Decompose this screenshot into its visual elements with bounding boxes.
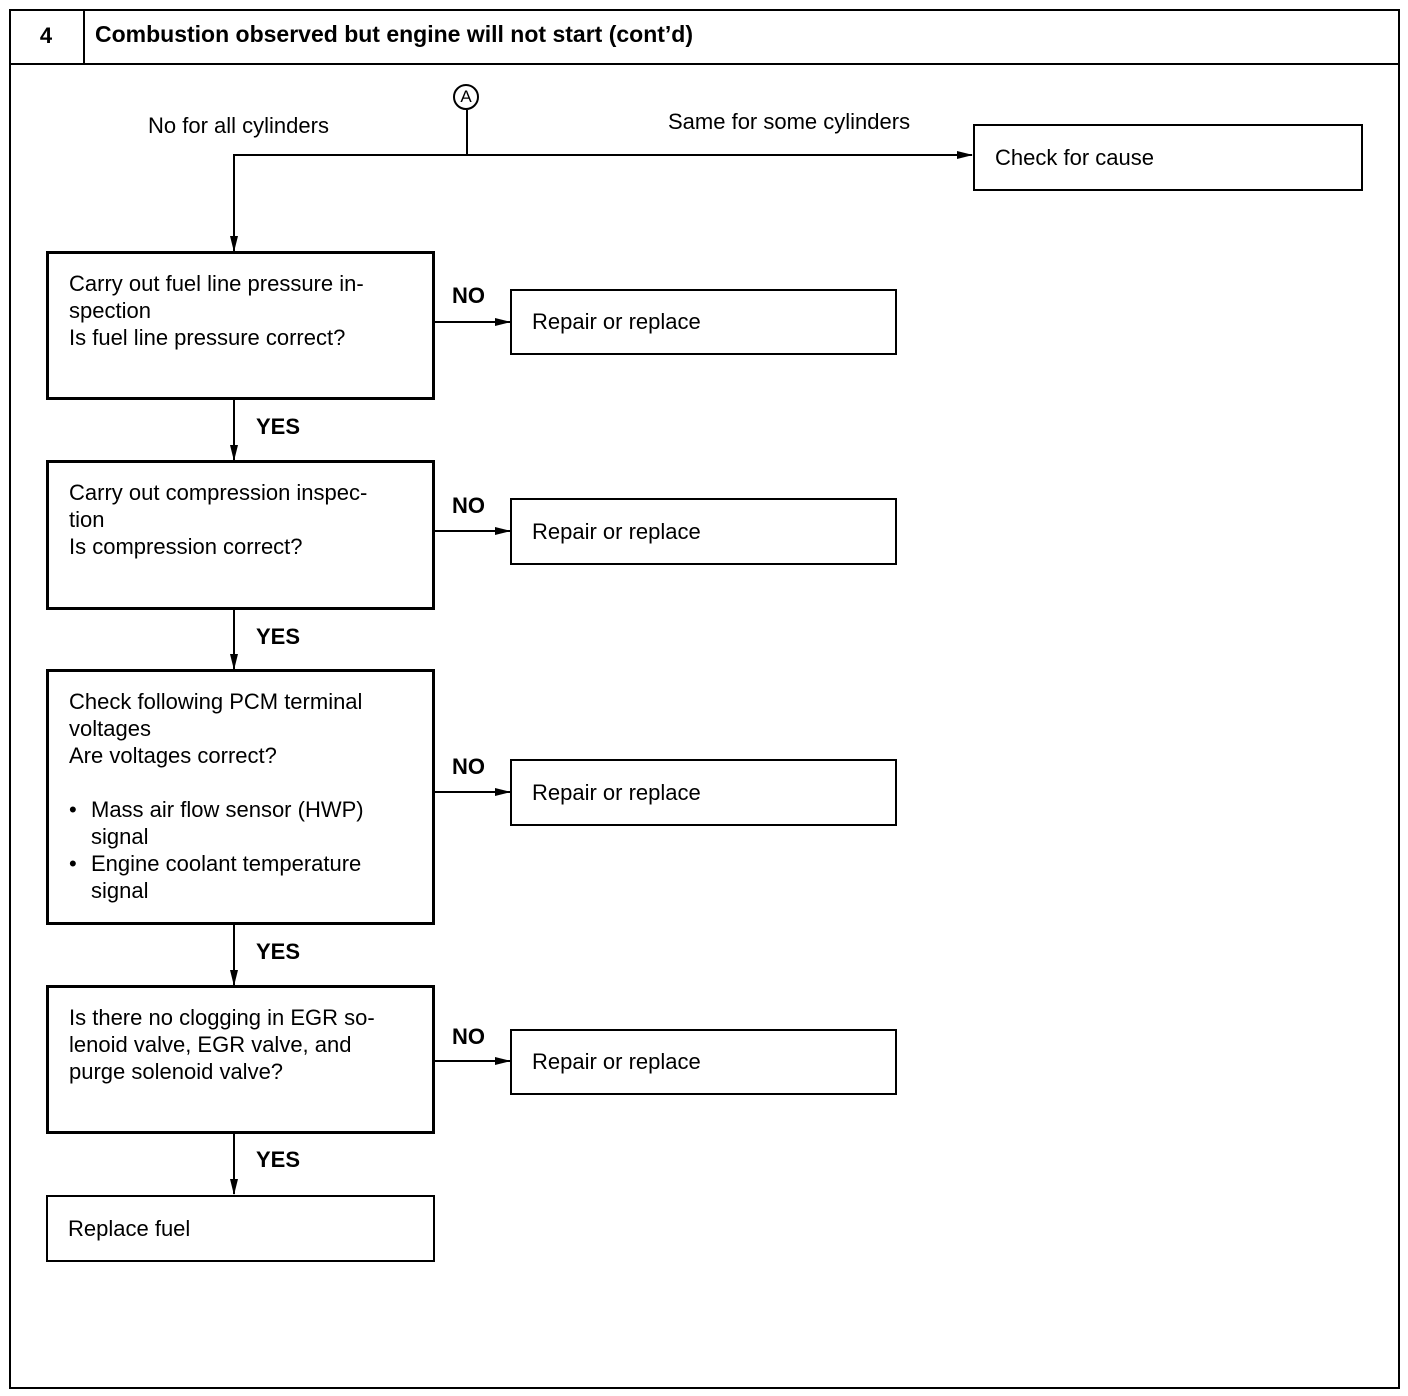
- decision-text: Check following PCM terminal: [69, 689, 363, 714]
- repair-box: Repair or replace: [510, 759, 897, 826]
- no-label: NO: [452, 283, 485, 308]
- decision-text: lenoid valve, EGR valve, and: [69, 1032, 352, 1057]
- decision-text: voltages: [69, 716, 151, 741]
- decision-text: Are voltages correct?: [69, 743, 277, 768]
- repair-box: Repair or replace: [510, 1029, 897, 1095]
- repair-box: Repair or replace: [510, 498, 897, 565]
- connector-a: A: [453, 84, 479, 110]
- repair-text: Repair or replace: [532, 309, 701, 334]
- decision-text: tion: [69, 507, 105, 532]
- replace-fuel-box: Replace fuel: [46, 1195, 435, 1262]
- list-item-text: Mass air flow sensor (HWP): [91, 797, 364, 822]
- decision-box-egr-clogging: Is there no clogging in EGR so- lenoid v…: [46, 985, 435, 1134]
- decision-text: Carry out fuel line pressure in-: [69, 271, 364, 296]
- branch-label-some-cylinders: Same for some cylinders: [668, 109, 911, 134]
- replace-fuel-text: Replace fuel: [68, 1215, 191, 1241]
- step-title: Combustion observed but engine will not …: [95, 21, 693, 47]
- decision-text: Carry out compression inspec-: [69, 480, 368, 505]
- decision-text: Is there no clogging in EGR so-: [69, 1005, 375, 1030]
- no-label: NO: [452, 493, 485, 518]
- repair-text: Repair or replace: [532, 779, 701, 805]
- decision-text: Is compression correct?: [69, 534, 303, 559]
- branch-label-all-cylinders: No for all cylinders: [148, 113, 329, 138]
- list-item: Mass air flow sensor (HWP) signal: [69, 796, 412, 850]
- decision-box-fuel-pressure: Carry out fuel line pressure in- spectio…: [46, 251, 435, 400]
- list-item-text: signal: [91, 824, 149, 849]
- yes-label: YES: [256, 414, 301, 439]
- yes-label: YES: [256, 939, 301, 964]
- page-frame: [9, 9, 1400, 1389]
- yes-label: YES: [256, 1147, 301, 1172]
- decision-text: Is fuel line pressure correct?: [69, 325, 346, 350]
- check-for-cause-text: Check for cause: [995, 144, 1154, 170]
- decision-box-compression: Carry out compression inspec- tion Is co…: [46, 460, 435, 610]
- list-item: Engine coolant temperature signal: [69, 850, 412, 904]
- repair-text: Repair or replace: [532, 518, 701, 544]
- voltage-check-list: Mass air flow sensor (HWP) signal Engine…: [69, 796, 412, 904]
- check-for-cause-box: Check for cause: [973, 124, 1363, 191]
- no-label: NO: [452, 754, 485, 779]
- repair-text: Repair or replace: [532, 1049, 701, 1074]
- decision-text: spection: [69, 298, 151, 323]
- yes-label: YES: [256, 624, 301, 649]
- step-header: 4 Combustion observed but engine will no…: [9, 9, 1398, 65]
- decision-box-pcm-voltages: Check following PCM terminal voltages Ar…: [46, 669, 435, 925]
- decision-text: purge solenoid valve?: [69, 1059, 284, 1084]
- list-item-text: Engine coolant temperature: [91, 851, 362, 876]
- repair-box: Repair or replace: [510, 289, 897, 355]
- no-label: NO: [452, 1024, 485, 1049]
- step-number: 4: [9, 9, 85, 63]
- branch-line-left: [230, 154, 467, 252]
- list-item-text: signal: [91, 878, 149, 903]
